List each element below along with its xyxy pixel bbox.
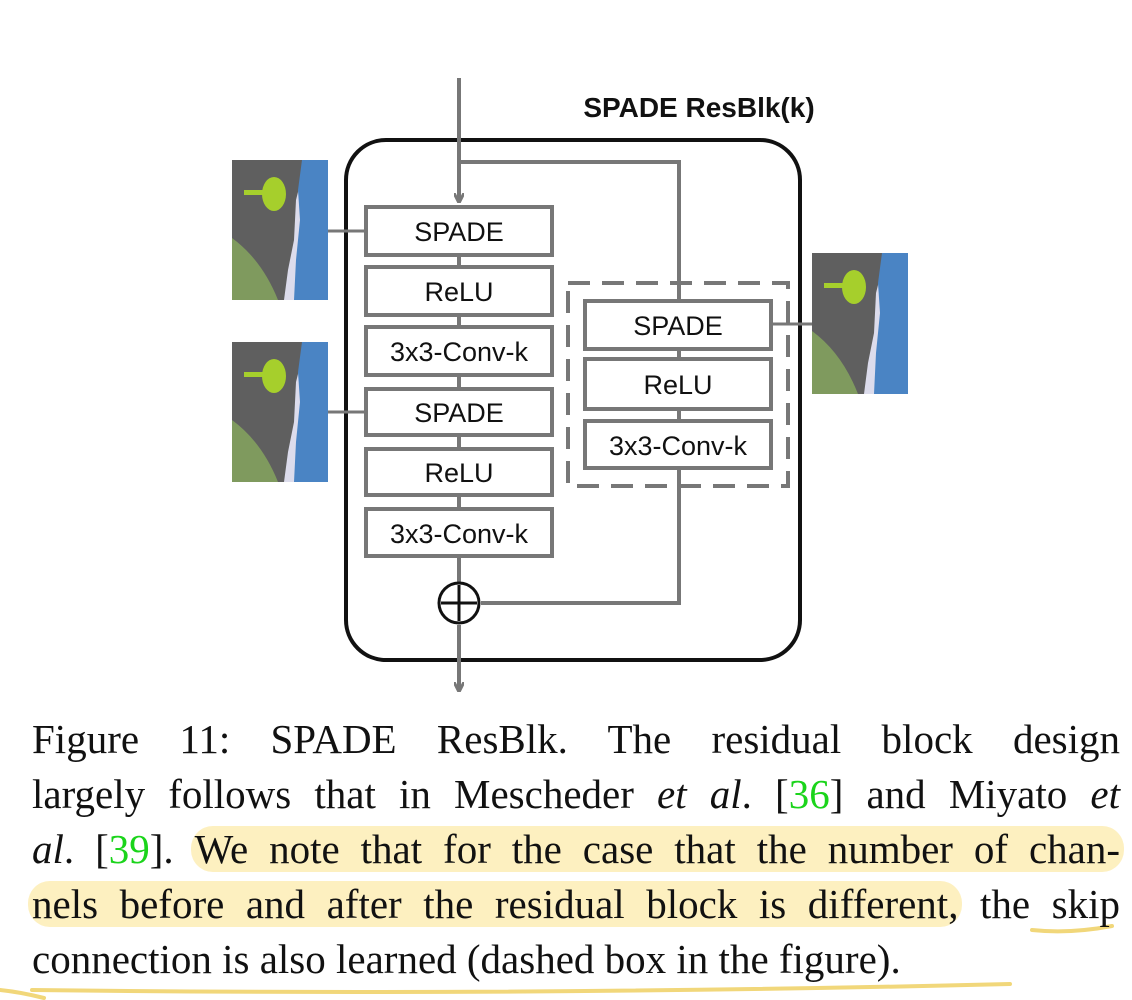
main-relu-1-label: ReLU (424, 277, 493, 307)
main-conv-2-box (364, 507, 554, 558)
caption-text: ] and Miyato (829, 771, 1091, 817)
caption-text: the skip (958, 881, 1121, 927)
skip-relu-label: ReLU (643, 370, 712, 400)
skip-path-top (459, 160, 681, 302)
skip-spade-box (583, 299, 773, 351)
spade-resblk-diagram: SPADE ResBlk(k) SPADE ReLU 3x3-Conv-k SP… (232, 78, 908, 700)
citation-link-39[interactable]: 39 (108, 826, 150, 872)
skip-relu-box (583, 357, 773, 411)
main-spade-1-box (364, 205, 554, 257)
block-title: SPADE ResBlk(k) (583, 92, 814, 123)
figure-caption: Figure 11: SPADE ResBlk. The residual bl… (28, 712, 1125, 987)
caption-line-1: Figure 11: SPADE ResBlk. The residual bl… (32, 716, 1120, 762)
caption-italic: al (32, 826, 64, 872)
main-relu-1-box (364, 265, 554, 317)
learned-skip-dashed-box (566, 281, 790, 488)
segmap-connectors (328, 229, 812, 414)
resblk-frame (344, 138, 802, 662)
caption-text: . [ (741, 771, 789, 817)
citation-link-36[interactable]: 36 (788, 771, 830, 817)
caption-italic: et (1090, 771, 1120, 817)
skip-path-bottom (481, 468, 681, 605)
caption-line-4: nels before and after the residual block… (28, 877, 1121, 932)
main-conv-2-label: 3x3-Conv-k (390, 519, 529, 549)
segmentation-map-3 (812, 253, 908, 394)
main-relu-2-box (364, 447, 554, 497)
main-spade-1-label: SPADE (414, 217, 504, 247)
skip-conv-label: 3x3-Conv-k (609, 431, 748, 461)
main-relu-2-label: ReLU (424, 458, 493, 488)
main-spade-2-label: SPADE (414, 398, 504, 428)
main-spade-2-box (364, 387, 554, 437)
caption-text: ]. (149, 826, 195, 872)
caption-line-2: largely follows that in Mescheder et al.… (32, 767, 1120, 822)
caption-text: . [ (63, 826, 109, 872)
main-conv-1-box (364, 325, 554, 377)
segmentation-map-2 (232, 342, 328, 482)
add-node (437, 581, 481, 625)
caption-italic: et al (657, 771, 742, 817)
skip-conv-box (583, 419, 773, 470)
highlighted-text: We note that for the case that the numbe… (190, 826, 1125, 872)
caption-line-3: al. [39]. We note that for the case that… (32, 822, 1125, 877)
caption-text: largely follows that in Mescheder (32, 771, 658, 817)
skip-spade-label: SPADE (633, 311, 723, 341)
segmentation-map-1 (232, 160, 328, 300)
caption-line-5: connection is also learned (dashed box i… (32, 936, 901, 982)
main-conv-1-label: 3x3-Conv-k (390, 337, 529, 367)
highlighted-text: nels before and after the residual block… (28, 881, 963, 927)
